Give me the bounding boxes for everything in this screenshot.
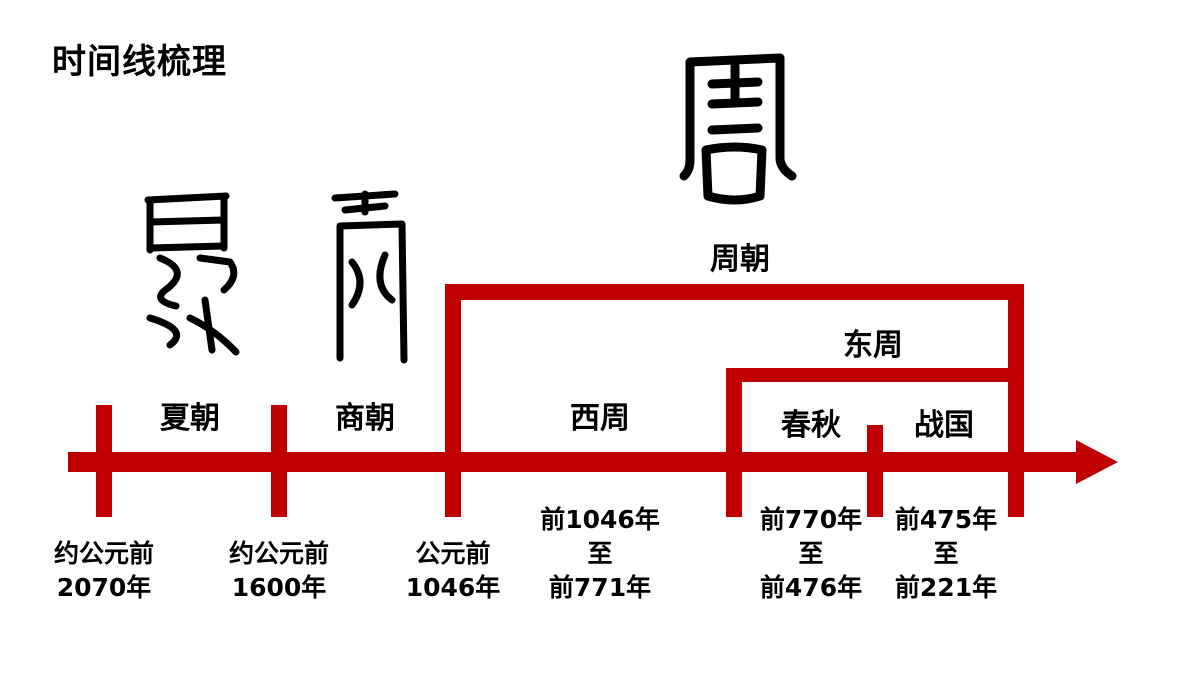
- date-line: 前771年: [548, 573, 652, 602]
- date-xia-start: 约公元前 2070年: [54, 537, 154, 605]
- date-line: 前221年: [894, 573, 998, 602]
- date-line: 前1046年: [540, 505, 660, 534]
- date-line: 至: [798, 539, 824, 568]
- date-line: 前475年: [894, 505, 998, 534]
- date-line: 1600年: [231, 573, 327, 602]
- date-line: 1046年: [405, 573, 501, 602]
- date-spring-autumn-range: 前770年 至 前476年: [760, 503, 862, 605]
- arrow-head-icon: [1076, 440, 1118, 484]
- label-western-zhou: 西周: [570, 401, 630, 436]
- date-line: 约公元前: [53, 539, 155, 568]
- date-warring-states-range: 前475年 至 前221年: [895, 503, 997, 605]
- date-line: 前770年: [759, 505, 863, 534]
- xia-seal-glyph: [144, 192, 240, 356]
- tick-warring-states: [867, 425, 883, 517]
- date-line: 至: [933, 539, 959, 568]
- date-line: 2070年: [56, 573, 152, 602]
- label-eastern-zhou: 东周: [843, 328, 903, 363]
- date-western-zhou-range: 前1046年 至 前771年: [540, 503, 660, 605]
- page-title: 时间线梳理: [52, 42, 227, 82]
- date-zhou-start: 公元前 1046年: [406, 537, 501, 605]
- zhou-seal-glyph: [679, 53, 797, 205]
- label-zhou: 周朝: [710, 242, 770, 277]
- date-shang-start: 约公元前 1600年: [229, 537, 329, 605]
- date-line: 前476年: [759, 573, 863, 602]
- label-xia: 夏朝: [160, 401, 220, 436]
- date-line: 公元前: [415, 539, 491, 568]
- label-shang: 商朝: [335, 401, 395, 436]
- timeline-axis: [68, 440, 1118, 484]
- tick-xia: [96, 405, 112, 517]
- tick-shang: [271, 405, 287, 517]
- label-spring-autumn: 春秋: [781, 408, 841, 443]
- label-warring-states: 战国: [914, 408, 974, 443]
- eastern-zhou-bracket: [726, 368, 1024, 472]
- date-line: 至: [587, 539, 613, 568]
- date-line: 约公元前: [228, 539, 330, 568]
- shang-seal-glyph: [331, 190, 408, 364]
